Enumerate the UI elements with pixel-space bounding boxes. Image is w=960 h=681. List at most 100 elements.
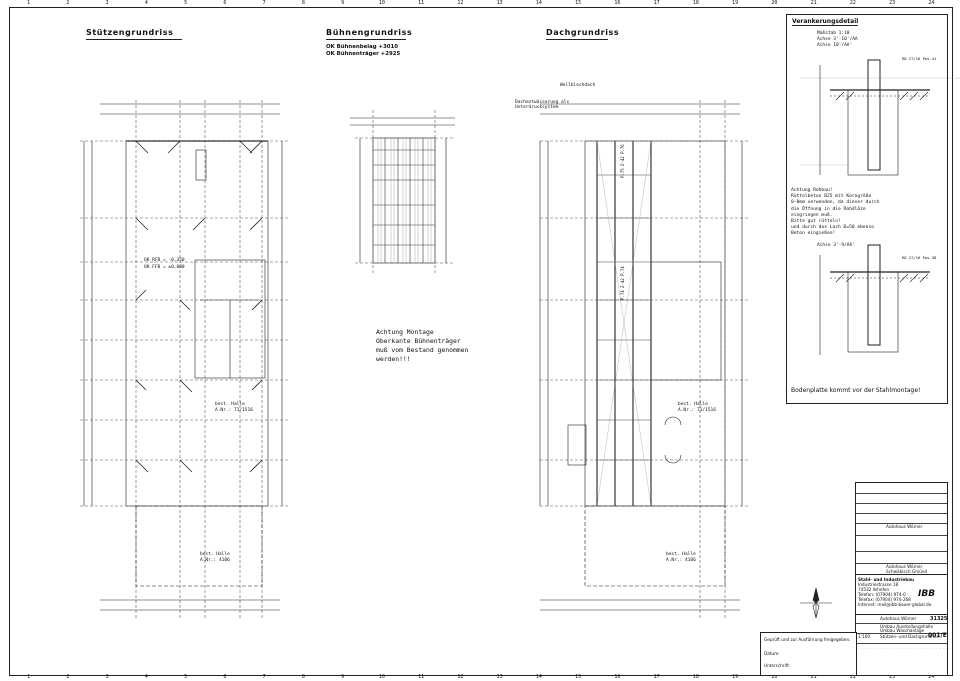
ruler-number: 5 — [184, 674, 188, 680]
detail-scale: Maßstab 1:10 — [817, 31, 850, 36]
ruler-number: 5 — [184, 0, 188, 6]
label-auftrag-2: A.Nr.: 4106 — [200, 558, 230, 563]
ruler-number: 21 — [810, 0, 817, 6]
label-wellblech: Wellblechdach — [560, 83, 596, 88]
tb-company: Stahl- und Industriebau — [858, 577, 915, 582]
roof-plan-outline — [584, 140, 726, 507]
ruler-number: 21 — [810, 674, 817, 680]
ruler-number: 8 — [301, 674, 305, 680]
ruler-number: 13 — [496, 674, 503, 680]
drawing-info-block: Autohaus Wörner Umbau Ausstellungshalle … — [855, 614, 950, 676]
north-arrow — [800, 587, 832, 619]
revision-table: Autohaus Wörner Autohaus Wörner Schwäbis… — [855, 482, 948, 576]
ruler-number: 3 — [105, 674, 109, 680]
label-auftrag-1: A.Nr.: 71/1516 — [215, 408, 253, 413]
platform-plan-outline — [372, 137, 436, 264]
tb-datum: Datum: — [764, 651, 780, 656]
ruler-number: 15 — [575, 674, 582, 680]
tb-bauteil: Umbau Waschanlage — [880, 628, 925, 633]
ruler-number: 17 — [653, 674, 660, 680]
ruler-number: 12 — [457, 674, 464, 680]
tb-street: Industriestrasse 18 — [858, 582, 899, 587]
label-auftrag-4: A.Nr.: 4106 — [666, 558, 696, 563]
ruler-number: 16 — [614, 674, 621, 680]
label-dachentwaesserung: Dachentwässerung als Unterdrucksystem — [515, 100, 570, 110]
roof-label-2: P.74 Z-42 P.74 — [620, 266, 625, 300]
title-stuetzen: Stützengrundriss — [86, 28, 182, 40]
column-plan-outline — [125, 140, 269, 507]
ruler-number: 3 — [105, 0, 109, 6]
ruler-number: 24 — [928, 0, 935, 6]
tb-blatt: 001/E — [928, 632, 947, 639]
tb-freigabe: Geprüft und zur Ausführung freigegeben. — [764, 637, 851, 642]
tb-bauherr-top: Autohaus Wörner — [886, 524, 923, 529]
ruler-number: 9 — [341, 674, 345, 680]
label-best-halle-4: best. Halle — [666, 552, 696, 557]
drawing-frame — [9, 7, 953, 676]
tb-bauvorhaben: Umbau Ausstellungshalle — [880, 624, 934, 629]
ruler-number: 20 — [771, 0, 778, 6]
ruler-number: 11 — [418, 0, 425, 6]
ruler-number: 11 — [418, 674, 425, 680]
label-ok-ffb: OK FFB = ±0,000 — [144, 265, 185, 270]
tb-bauherr-mid: Autohaus Wörner — [886, 564, 923, 569]
buehnen-sub-2: OK Bühnenträger +2925 — [326, 51, 401, 57]
ruler-number: 7 — [262, 674, 266, 680]
ruler-number: 14 — [535, 0, 542, 6]
ruler-number: 10 — [378, 674, 385, 680]
detail-achse-3: Achse 3'-9/AA' — [817, 243, 855, 248]
label-best-halle-1: best. Halle — [215, 402, 245, 407]
ruler-number: 6 — [223, 674, 227, 680]
ruler-number: 18 — [692, 674, 699, 680]
ruler-number: 4 — [144, 0, 148, 6]
anchor-detail-graphic — [800, 59, 960, 355]
ruler-number: 14 — [535, 674, 542, 680]
tb-massstab: 1:100 — [858, 634, 871, 639]
detail-label-top: RD 27/16 Pos.41 — [902, 56, 937, 61]
detail-rohbau-note: Achtung Rohbau! Rüttelbeton B25 mit Korn… — [791, 188, 880, 237]
ruler-number: 8 — [301, 0, 305, 6]
ruler-number: 22 — [849, 0, 856, 6]
label-auftrag-3: A.Nr.: 71/1516 — [678, 408, 716, 413]
ruler-number: 23 — [889, 0, 896, 6]
montage-note: Achtung Montage Oberkante Bühnenträger m… — [376, 328, 469, 363]
anchor-detail-box: Verankerungsdetail Maßstab 1:10 Achse 3'… — [786, 14, 948, 404]
ruler-number: 4 — [144, 674, 148, 680]
label-best-halle-3: best. Halle — [678, 402, 708, 407]
ruler-number: 15 — [575, 0, 582, 6]
title-buehnen: Bühnengrundriss — [326, 28, 412, 40]
tb-bauherr: Autohaus Wörner — [880, 616, 917, 621]
ibb-logo: IBB — [918, 589, 936, 599]
tb-auftrag: 31325 — [930, 616, 948, 622]
tb-ort-mid: Schwäbisch Gmünd — [886, 569, 928, 574]
ruler-number: 7 — [262, 0, 266, 6]
ruler-number: 2 — [66, 674, 70, 680]
ruler-number: 22 — [849, 674, 856, 680]
tb-unterschrift: Unterschrift: — [764, 663, 791, 668]
label-ok-rfb: OK RFB = -0,350 — [144, 258, 185, 263]
ruler-number: 10 — [378, 0, 385, 6]
ruler-number: 13 — [496, 0, 503, 6]
detail-label-bot: RD 27/16 Pos.38 — [902, 255, 937, 260]
ruler-number: 9 — [341, 0, 345, 6]
ruler-number: 19 — [732, 674, 739, 680]
ruler-number: 19 — [732, 0, 739, 6]
ruler-number: 2 — [66, 0, 70, 6]
ruler-number: 16 — [614, 0, 621, 6]
roof-label-1: P.75 Z-42 P.76 — [620, 144, 625, 178]
ruler-number: 1 — [27, 674, 31, 680]
tb-city: 74532 Ilshofen — [858, 587, 890, 592]
ruler-number: 24 — [928, 674, 935, 680]
ruler-number: 20 — [771, 674, 778, 680]
detail-achse-1: Achse 3'-10'/AA — [817, 37, 858, 42]
title-dach: Dachgrundriss — [546, 28, 619, 40]
company-block: Stahl- und Industriebau Industriestrasse… — [855, 574, 948, 616]
ruler-number: 1 — [27, 0, 31, 6]
ruler-number: 12 — [457, 0, 464, 6]
tb-tel: Telefon: (07904) 974-0 — [858, 592, 906, 597]
detail-footer: Bodenplatte kommt vor der Stahlmontage! — [791, 387, 921, 394]
